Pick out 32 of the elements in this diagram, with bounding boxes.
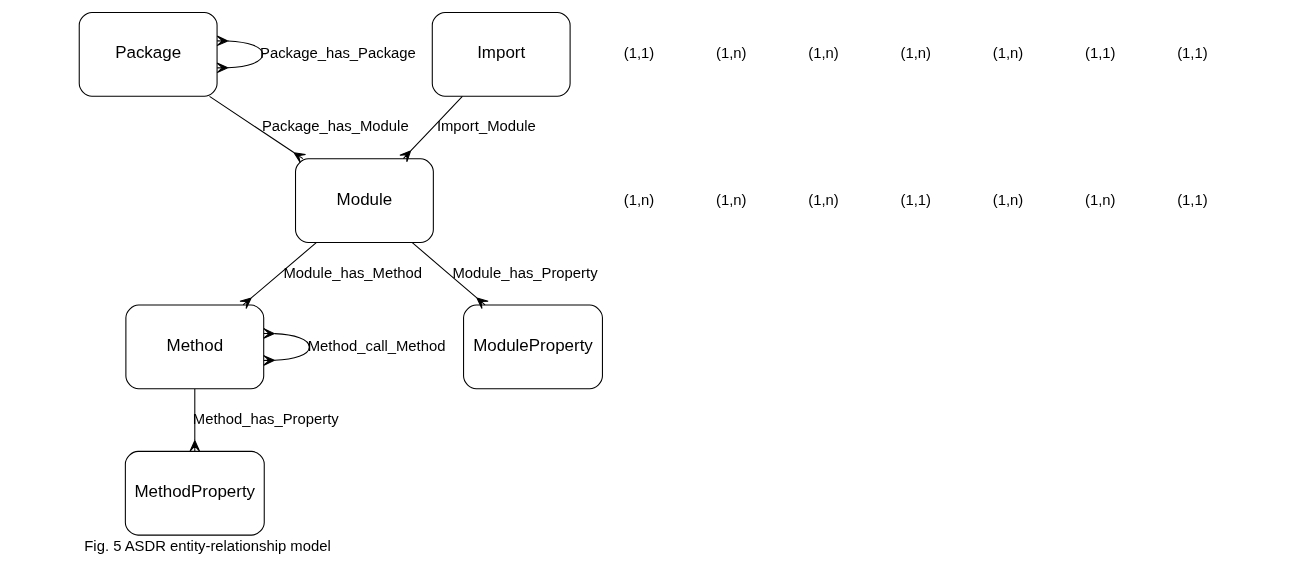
label: (1,1): [1176, 191, 1208, 208]
label: (1,1): [623, 45, 654, 62]
label: (1,1): [899, 191, 931, 208]
label: (1,n): [715, 191, 746, 208]
label: (1,n): [992, 45, 1023, 62]
connector: [262, 328, 310, 366]
label: (1,1): [1176, 45, 1208, 62]
node-box: Import: [431, 11, 571, 97]
edge-label: Module_has_Method: [283, 264, 422, 281]
node-box: Method: [124, 304, 264, 390]
label: (1,n): [807, 45, 839, 62]
node-box: Module: [294, 158, 434, 244]
label: (1,n): [715, 45, 746, 62]
node-box: ModuleProperty: [462, 304, 603, 390]
label: (1,n): [623, 191, 654, 208]
caption: Fig. 5 ASDR entity-relationship model: [83, 538, 331, 555]
label: (1,n): [1084, 191, 1115, 208]
edge-label: Import_Module: [436, 118, 536, 135]
connector: [208, 95, 306, 164]
edge-label: Method_call_Method: [307, 337, 445, 354]
connector: [238, 242, 317, 310]
label: (1,n): [992, 191, 1023, 208]
label: (1,n): [807, 191, 839, 208]
node-box: Package: [78, 11, 218, 97]
connector: [411, 242, 489, 309]
edge-label: Module_has_Property: [452, 264, 598, 281]
edge-label: Package_has_Module: [261, 118, 409, 135]
label: (1,1): [1084, 45, 1115, 62]
label: (1,n): [899, 45, 931, 62]
connector: [398, 95, 463, 163]
connector: [216, 35, 263, 74]
node-box: MethodProperty: [124, 450, 265, 536]
